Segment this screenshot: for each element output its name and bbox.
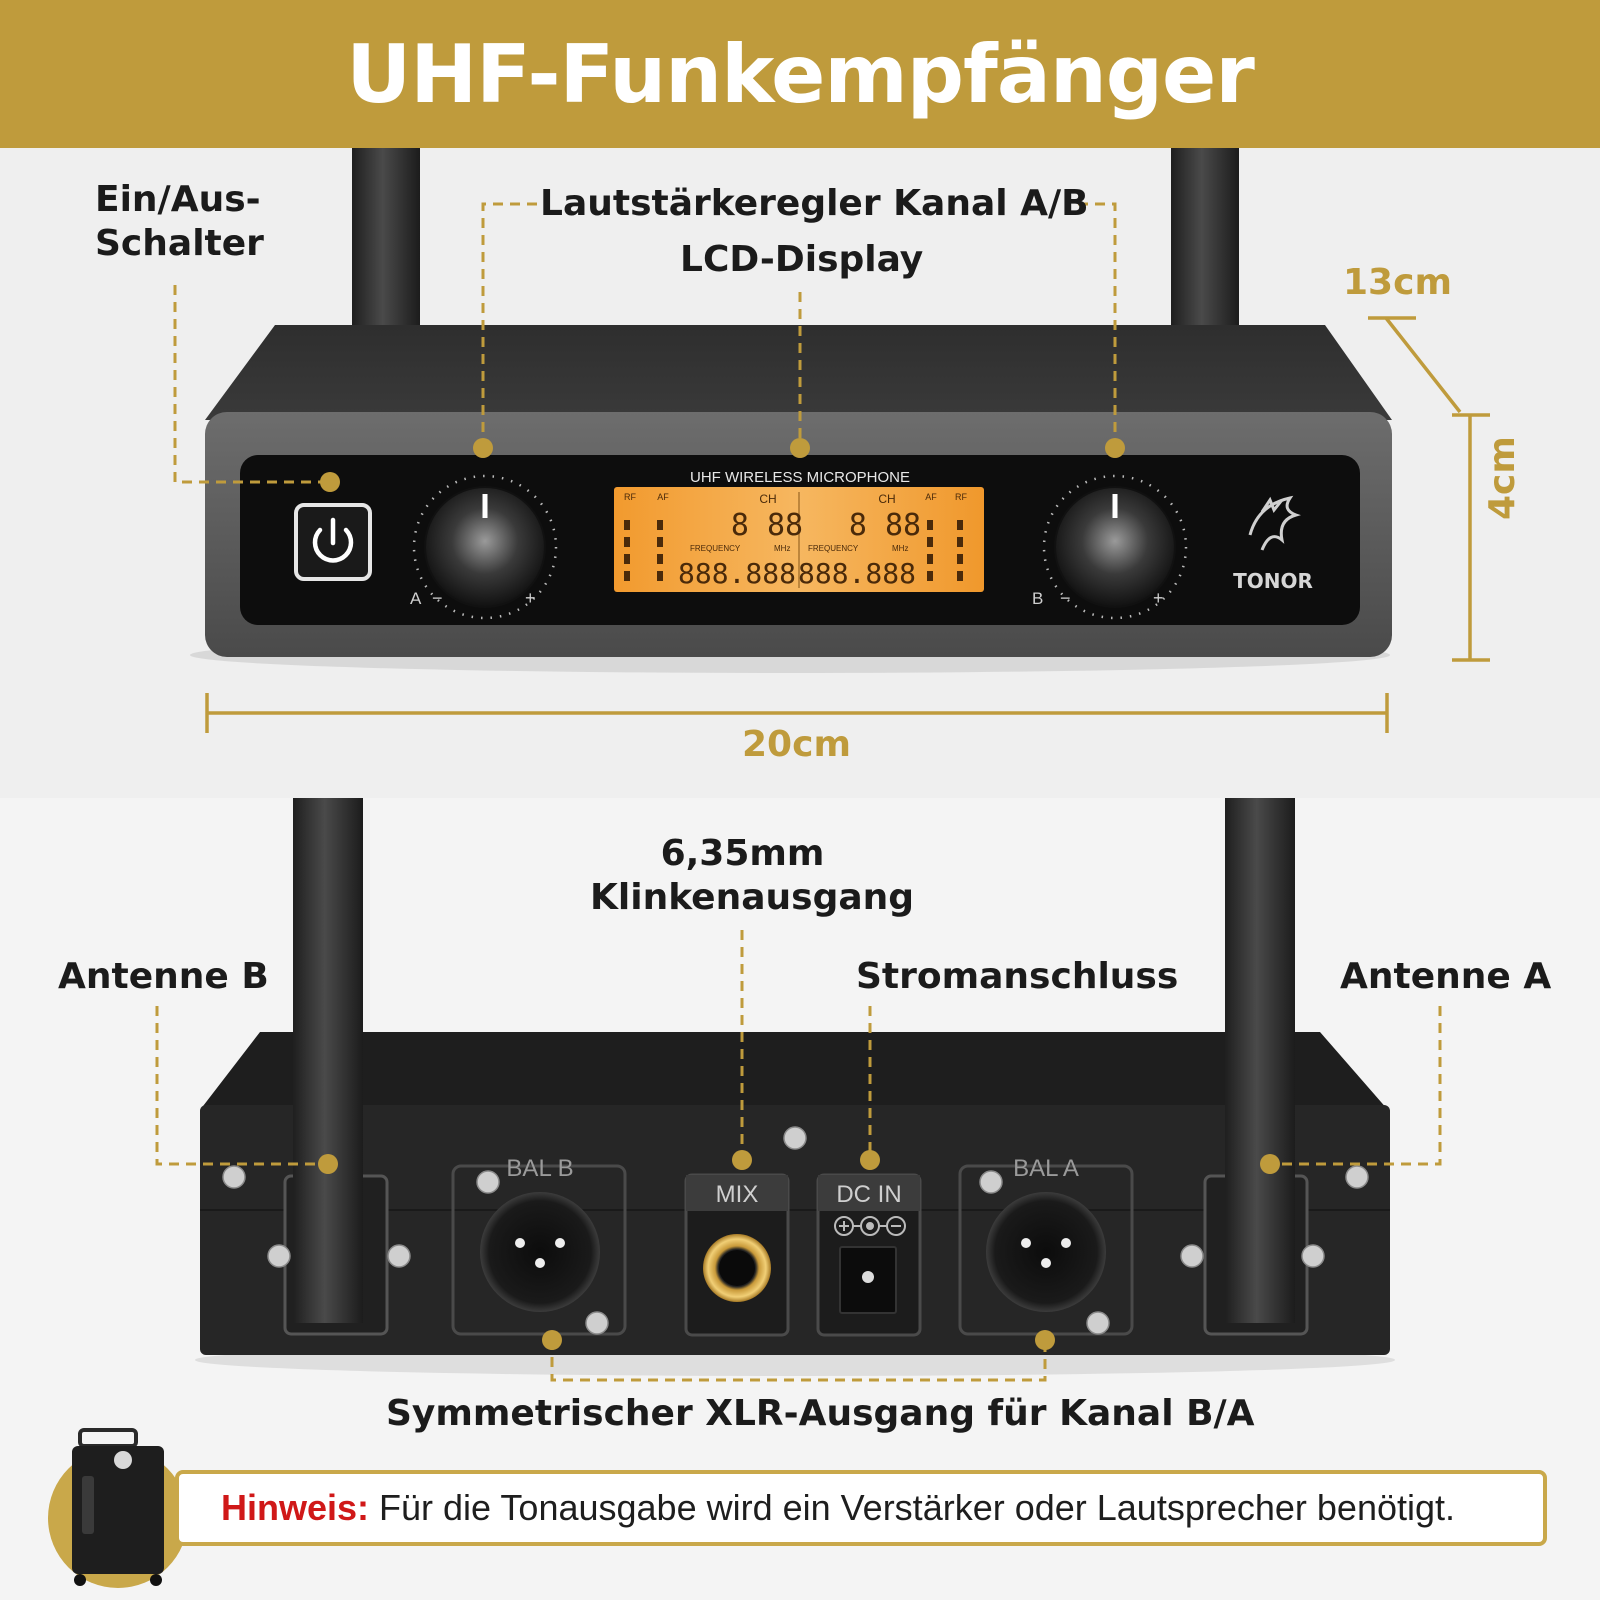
header-bar: UHF-Funkempfänger	[0, 0, 1600, 148]
lcd-freq-digits-b: 888.888	[798, 557, 916, 590]
xlr-port-b	[451, 1164, 627, 1336]
knob-a-plus: +	[525, 588, 536, 608]
brand-name: TONOR	[1233, 569, 1313, 593]
label-jack-output: 6,35mm Klinkenausgang	[590, 832, 915, 920]
knob-b-plus: +	[1153, 588, 1164, 608]
front-antenna-right	[1171, 148, 1239, 328]
knob-b-label: B	[1032, 589, 1043, 608]
lcd-frequency-a: FREQUENCY	[690, 544, 741, 553]
knob-a-minus: −	[432, 588, 443, 608]
page-title: UHF-Funkempfänger	[346, 27, 1255, 121]
lcd-mhz-b: MHz	[892, 544, 908, 553]
tonor-logo-icon	[1248, 495, 1301, 551]
hint-text: Für die Tonausgabe wird ein Verstärker o…	[379, 1487, 1456, 1528]
hint-prefix: Hinweis:	[221, 1487, 370, 1528]
knob-b-minus: −	[1060, 588, 1071, 608]
label-volume: Lautstärkeregler Kanal A/B	[540, 183, 1089, 224]
knob-a-label: A	[410, 589, 422, 608]
label-jack-line1: 6,35mm	[660, 833, 825, 874]
lcd-channel-a: 8 88	[731, 508, 803, 543]
label-antenna-a: Antenne A	[1340, 956, 1552, 997]
label-antenna-b: Antenne B	[58, 956, 269, 997]
lcd-frequency-b: FREQUENCY	[808, 544, 859, 553]
volume-knob-a	[412, 474, 558, 620]
front-top-surface	[205, 325, 1392, 420]
dimension-depth: 13cm	[1343, 262, 1452, 303]
back-antenna-a	[1225, 798, 1295, 1323]
lcd-channel-b: 8 88	[849, 508, 921, 543]
dimension-width: 20cm	[742, 724, 851, 765]
port-label-bal-a: BAL A	[1013, 1155, 1079, 1182]
port-label-mix: MIX	[716, 1181, 759, 1208]
lcd-af-b: AF	[925, 492, 937, 502]
label-jack-line2: Klinkenausgang	[590, 877, 915, 918]
lcd-freq-digits-a: 888.888	[678, 557, 796, 590]
lcd-ch-a: CH	[759, 492, 776, 506]
lcd-rf-b: RF	[955, 492, 967, 502]
power-icon	[312, 517, 354, 563]
label-xlr-output: Symmetrischer XLR-Ausgang für Kanal B/A	[386, 1393, 1255, 1434]
lcd-mhz-a: MHz	[774, 544, 790, 553]
port-label-dc-in: DC IN	[836, 1181, 901, 1208]
speaker-icon	[48, 1428, 188, 1588]
label-power-line2: Schalter	[95, 223, 264, 264]
front-antenna-left	[352, 148, 420, 328]
label-power-connector: Stromanschluss	[856, 956, 1179, 997]
volume-knob-b	[1042, 474, 1188, 620]
lcd-ch-b: CH	[878, 492, 895, 506]
mix-jack-port	[684, 1173, 790, 1337]
label-power-line1: Ein/Aus-	[95, 179, 261, 220]
hint-box: Hinweis: Für die Tonausgabe wird ein Ver…	[175, 1470, 1547, 1546]
lcd-rf-a: RF	[624, 492, 636, 502]
dc-in-port	[816, 1173, 922, 1337]
back-top-surface	[200, 1032, 1388, 1110]
label-power-switch: Ein/Aus- Schalter	[95, 178, 264, 266]
dimension-height: 4cm	[1482, 436, 1523, 520]
label-lcd: LCD-Display	[680, 239, 924, 280]
back-antenna-b	[293, 798, 363, 1323]
screws	[222, 1126, 1369, 1335]
port-label-bal-b: BAL B	[506, 1155, 573, 1182]
lcd-title: UHF WIRELESS MICROPHONE	[690, 469, 910, 486]
lcd-af-a: AF	[657, 492, 669, 502]
